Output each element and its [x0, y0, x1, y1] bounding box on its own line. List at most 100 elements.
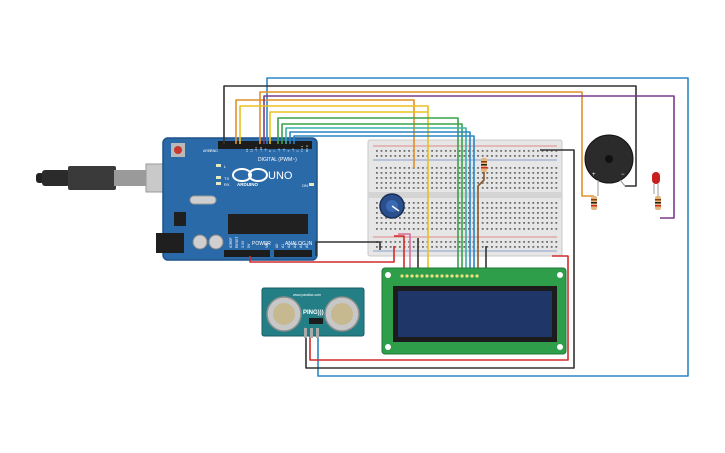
breadboard-hole[interactable]: [431, 172, 433, 174]
breadboard-hole[interactable]: [376, 155, 378, 157]
breadboard-hole[interactable]: [523, 212, 525, 214]
breadboard-hole[interactable]: [435, 150, 438, 152]
breadboard-hole[interactable]: [537, 246, 539, 248]
breadboard-hole[interactable]: [477, 172, 479, 174]
breadboard-hole[interactable]: [412, 222, 415, 224]
breadboard-hole[interactable]: [440, 207, 443, 209]
breadboard-hole[interactable]: [486, 172, 489, 174]
breadboard-hole[interactable]: [514, 202, 516, 204]
breadboard-hole[interactable]: [495, 246, 498, 248]
breadboard-hole[interactable]: [403, 228, 406, 230]
breadboard-hole[interactable]: [399, 172, 401, 174]
breadboard-hole[interactable]: [440, 241, 443, 243]
breadboard-hole[interactable]: [403, 217, 406, 219]
breadboard-hole[interactable]: [435, 202, 438, 204]
breadboard-hole[interactable]: [527, 212, 530, 214]
breadboard-hole[interactable]: [504, 150, 507, 152]
breadboard-hole[interactable]: [408, 212, 410, 214]
breadboard-hole[interactable]: [385, 177, 387, 179]
breadboard-hole[interactable]: [491, 217, 493, 219]
breadboard-hole[interactable]: [408, 187, 410, 189]
breadboard-hole[interactable]: [550, 228, 553, 230]
breadboard-hole[interactable]: [486, 222, 489, 224]
breadboard-hole[interactable]: [495, 212, 498, 214]
breadboard-hole[interactable]: [422, 246, 424, 248]
breadboard-hole[interactable]: [495, 155, 498, 157]
breadboard-hole[interactable]: [399, 177, 401, 179]
breadboard-hole[interactable]: [532, 222, 535, 224]
breadboard-hole[interactable]: [532, 207, 535, 209]
breadboard-hole[interactable]: [376, 228, 378, 230]
breadboard-hole[interactable]: [440, 246, 443, 248]
breadboard-hole[interactable]: [417, 150, 420, 152]
breadboard-hole[interactable]: [537, 150, 539, 152]
breadboard-hole[interactable]: [385, 217, 387, 219]
breadboard-hole[interactable]: [541, 228, 544, 230]
breadboard-hole[interactable]: [454, 177, 456, 179]
breadboard-hole[interactable]: [486, 177, 489, 179]
breadboard-hole[interactable]: [550, 202, 553, 204]
breadboard-hole[interactable]: [495, 150, 498, 152]
breadboard-hole[interactable]: [541, 177, 544, 179]
breadboard-hole[interactable]: [537, 202, 539, 204]
breadboard-hole[interactable]: [509, 228, 512, 230]
breadboard-hole[interactable]: [417, 212, 420, 214]
breadboard-hole[interactable]: [417, 222, 420, 224]
breadboard-hole[interactable]: [486, 241, 489, 243]
breadboard-hole[interactable]: [509, 217, 512, 219]
breadboard-hole[interactable]: [435, 187, 438, 189]
breadboard-hole[interactable]: [417, 182, 420, 184]
breadboard-hole[interactable]: [537, 167, 539, 169]
breadboard-hole[interactable]: [440, 202, 443, 204]
breadboard-hole[interactable]: [555, 241, 558, 243]
breadboard-hole[interactable]: [468, 246, 470, 248]
breadboard-hole[interactable]: [408, 207, 410, 209]
breadboard-hole[interactable]: [509, 150, 512, 152]
breadboard-hole[interactable]: [458, 228, 461, 230]
lcd-pin[interactable]: [415, 274, 419, 278]
breadboard-hole[interactable]: [491, 177, 493, 179]
lcd-pin[interactable]: [470, 274, 474, 278]
breadboard-hole[interactable]: [541, 202, 544, 204]
potentiometer[interactable]: [379, 193, 405, 219]
breadboard-hole[interactable]: [422, 172, 424, 174]
breadboard-hole[interactable]: [435, 167, 438, 169]
lcd-pin[interactable]: [410, 274, 414, 278]
breadboard-hole[interactable]: [546, 182, 548, 184]
breadboard-hole[interactable]: [380, 155, 383, 157]
breadboard-hole[interactable]: [504, 212, 507, 214]
breadboard-hole[interactable]: [555, 187, 558, 189]
digital-header[interactable]: [218, 141, 312, 149]
breadboard-hole[interactable]: [403, 222, 406, 224]
breadboard-hole[interactable]: [537, 207, 539, 209]
breadboard-hole[interactable]: [514, 167, 516, 169]
breadboard-hole[interactable]: [431, 207, 433, 209]
breadboard-hole[interactable]: [486, 167, 489, 169]
breadboard-hole[interactable]: [550, 177, 553, 179]
breadboard-hole[interactable]: [504, 222, 507, 224]
breadboard-hole[interactable]: [495, 217, 498, 219]
breadboard-hole[interactable]: [385, 246, 387, 248]
breadboard-hole[interactable]: [509, 246, 512, 248]
breadboard-hole[interactable]: [468, 172, 470, 174]
breadboard-hole[interactable]: [500, 177, 502, 179]
breadboard-hole[interactable]: [546, 241, 548, 243]
breadboard-hole[interactable]: [514, 207, 516, 209]
breadboard-hole[interactable]: [532, 202, 535, 204]
breadboard-hole[interactable]: [389, 241, 392, 243]
breadboard-hole[interactable]: [422, 228, 424, 230]
breadboard-hole[interactable]: [468, 202, 470, 204]
piezo-buzzer[interactable]: + −: [584, 134, 634, 196]
breadboard-hole[interactable]: [491, 187, 493, 189]
breadboard-hole[interactable]: [431, 212, 433, 214]
breadboard-hole[interactable]: [380, 177, 383, 179]
breadboard-hole[interactable]: [440, 172, 443, 174]
breadboard-hole[interactable]: [541, 207, 544, 209]
lcd-display[interactable]: [381, 267, 567, 355]
lcd-pin[interactable]: [465, 274, 469, 278]
breadboard-hole[interactable]: [403, 150, 406, 152]
breadboard-hole[interactable]: [555, 155, 558, 157]
breadboard-hole[interactable]: [550, 222, 553, 224]
breadboard-hole[interactable]: [435, 177, 438, 179]
breadboard-hole[interactable]: [491, 202, 493, 204]
